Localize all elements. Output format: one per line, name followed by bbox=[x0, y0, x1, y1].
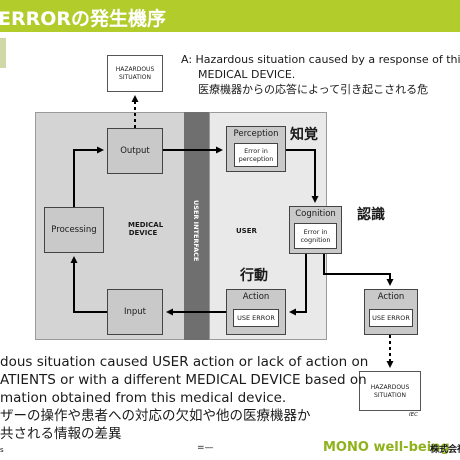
arrow-cognition-to-action-right bbox=[323, 254, 394, 286]
medical-device-label-line2: DEVICE bbox=[128, 229, 158, 237]
annotation-a-line1: A: Hazardous situation caused by a respo… bbox=[181, 53, 460, 66]
slide-title-bar: ERRORの発生機序 bbox=[0, 0, 460, 32]
footer-dash: =— bbox=[197, 443, 214, 453]
annotation-a-line2: MEDICAL DEVICE. bbox=[198, 68, 296, 81]
medical-device-label: MEDICAL DEVICE bbox=[128, 221, 164, 237]
action-right-title: Action bbox=[377, 292, 405, 302]
hazardous-situation-top: HAZARDOUS SITUATION bbox=[107, 55, 163, 92]
jp-action-label: 行動 bbox=[240, 268, 268, 284]
bottom-text-line3: mation obtained from this medical device… bbox=[0, 390, 287, 406]
user-label: USER bbox=[236, 227, 257, 235]
action-box-left: Action USE ERROR bbox=[226, 289, 286, 335]
user-interface-label: USER INTERFACE bbox=[192, 200, 200, 262]
cognition-error-box: Error in cognition bbox=[294, 223, 337, 249]
hazard-top-line2: SITUATION bbox=[119, 74, 151, 81]
action-left-title: Action bbox=[242, 292, 270, 302]
hazard-top-line1: HAZARDOUS bbox=[115, 66, 155, 73]
slide-title: ERRORの発生機序 bbox=[0, 8, 167, 30]
cognition-error-line2: cognition bbox=[300, 236, 331, 244]
hazard-bottom-line1: HAZARDOUS bbox=[370, 384, 410, 391]
perception-title: Perception bbox=[233, 129, 279, 139]
hazard-bottom-line2: SITUATION bbox=[374, 392, 406, 399]
jp-cognition-label: 認識 bbox=[357, 207, 385, 223]
bottom-text-line4: ザーの操作や患者への対応の欠如や他の医療機器か bbox=[0, 408, 311, 424]
action-left-use-error: USE ERROR bbox=[233, 309, 279, 327]
perception-error-line2: perception bbox=[238, 155, 274, 163]
slide-decoration bbox=[0, 38, 6, 68]
cognition-error-line1: Error in bbox=[303, 228, 328, 236]
bottom-text-line1: dous situation caused USER action or lac… bbox=[0, 354, 369, 370]
output-box: Output bbox=[107, 128, 163, 174]
footer-company: 株式会社モ bbox=[430, 445, 460, 455]
footer-page-fragment: s bbox=[0, 446, 4, 454]
processing-box: Processing bbox=[44, 207, 104, 253]
action-right-use-error: USE ERROR bbox=[369, 309, 413, 327]
action-box-right: Action USE ERROR bbox=[364, 289, 418, 335]
annotation-a-line3: 医療機器からの応答によって引き起こされる危 bbox=[198, 83, 429, 96]
input-box: Input bbox=[107, 289, 163, 335]
iec-mark: IEC bbox=[409, 412, 418, 418]
perception-error-line1: Error in bbox=[244, 147, 268, 155]
footer-brand: MONO well-being bbox=[323, 440, 450, 455]
medical-device-label-line1: MEDICAL bbox=[128, 221, 164, 229]
jp-perception-label: 知覚 bbox=[290, 127, 318, 143]
bottom-text-line5: 共される情報の差異 bbox=[0, 426, 122, 442]
perception-box: Perception Error in perception bbox=[226, 126, 286, 172]
cognition-box: Cognition Error in cognition bbox=[289, 206, 342, 254]
bottom-text-line2: ATIENTS or with a different MEDICAL DEVI… bbox=[0, 372, 367, 388]
hazardous-situation-bottom: HAZARDOUS SITUATION bbox=[359, 371, 421, 411]
perception-error-box: Error in perception bbox=[234, 143, 278, 167]
cognition-title: Cognition bbox=[295, 209, 336, 219]
